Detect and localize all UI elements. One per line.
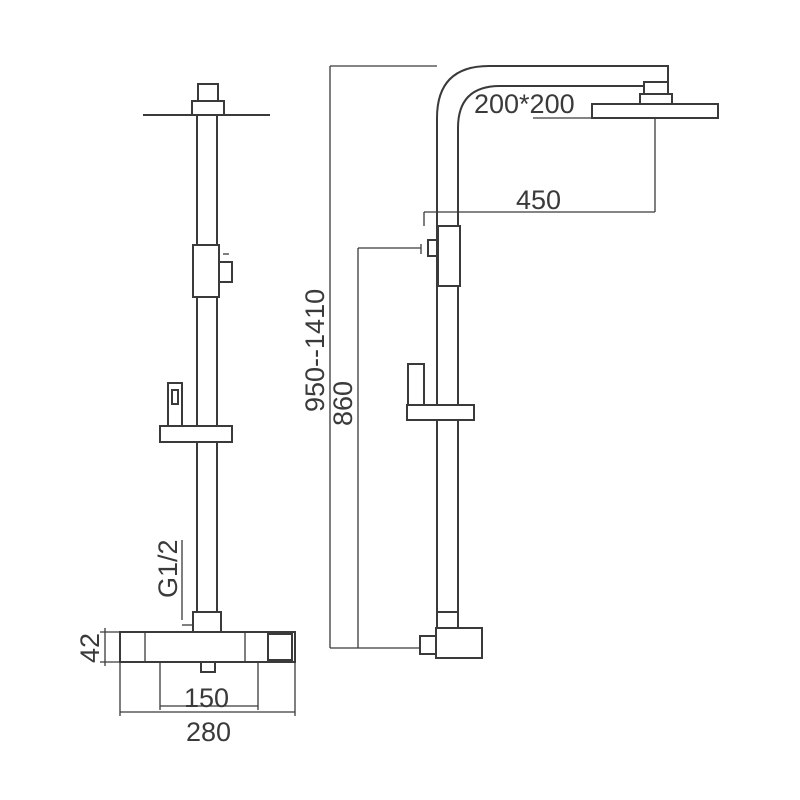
outlet-height-label: 860 xyxy=(328,381,358,426)
side-dimensions xyxy=(329,65,656,649)
front-dimensions xyxy=(100,540,296,716)
inlet-spacing-label: 150 xyxy=(184,683,229,713)
front-view xyxy=(119,83,296,673)
side-view xyxy=(406,65,719,659)
front-pipe-connector xyxy=(192,611,222,633)
height-range-label: 950--1410 xyxy=(300,289,330,412)
side-head-connector-base xyxy=(639,93,673,105)
side-hand-shower xyxy=(407,363,425,411)
front-diverter-body xyxy=(192,244,220,298)
front-mixer-outlet xyxy=(200,661,216,673)
front-head-connector xyxy=(197,83,219,102)
front-diverter-knob xyxy=(219,261,233,283)
side-shower-head xyxy=(591,103,719,119)
arm-length-label: 450 xyxy=(516,185,561,215)
mixer-height-label: 42 xyxy=(75,633,105,663)
front-riser-pipe xyxy=(196,114,218,624)
front-head-connector-base xyxy=(191,100,225,116)
side-diverter-knob xyxy=(427,239,438,257)
side-mixer-body xyxy=(435,627,483,659)
inlet-thread-label: G1/2 xyxy=(153,539,183,598)
front-mixer-knob xyxy=(267,633,293,661)
side-diverter-body xyxy=(437,225,461,287)
head-size-label: 200*200 xyxy=(474,89,575,119)
mixer-width-label: 280 xyxy=(186,717,231,747)
front-slider-bracket xyxy=(159,425,233,443)
side-slider-bracket xyxy=(406,404,475,421)
side-head-connector xyxy=(643,81,669,95)
side-riser-inner-wall xyxy=(457,85,645,612)
side-mixer-inlet xyxy=(419,635,437,655)
front-hand-shower-detail xyxy=(171,389,179,405)
side-riser-outer-wall xyxy=(436,65,669,612)
